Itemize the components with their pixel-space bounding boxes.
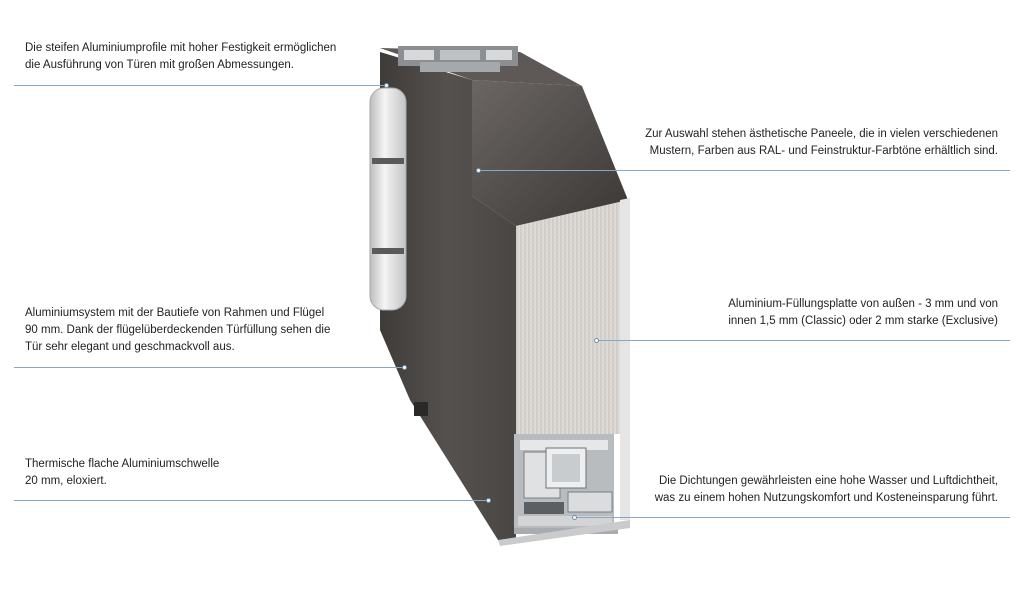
annotation-threshold: Thermische flache Aluminiumschwelle 20 m… — [25, 456, 325, 490]
annotation-seals-line-1: Die Dichtungen gewährleisten eine hohe W… — [658, 475, 998, 487]
door-side-face — [380, 52, 516, 540]
annotation-threshold-line-1: Thermische flache Aluminiumschwelle — [25, 458, 220, 470]
filling-panel-face — [516, 200, 628, 434]
annotation-system: Aluminiumsystem mit der Bautiefe von Rah… — [25, 305, 370, 356]
door-top-slope — [472, 80, 628, 226]
leader-dot-panel — [476, 168, 481, 173]
annotation-system-line-2: 90 mm. Dank der flügelüberdeckenden Türf… — [25, 324, 331, 336]
leader-line-system — [14, 367, 406, 368]
annotation-filling: Aluminium-Füllungsplatte von außen - 3 m… — [640, 296, 998, 330]
annotation-panel-line-2: Mustern, Farben aus RAL- und Feinstruktu… — [649, 145, 998, 157]
annotation-system-line-3: Tür sehr elegant und geschmackvoll aus. — [25, 341, 235, 353]
lock-cutout — [414, 402, 428, 416]
leader-dot-seals — [572, 515, 577, 520]
annotation-seals-line-2: was zu einem hohen Nutzungskomfort und K… — [654, 492, 998, 504]
leader-dot-filling — [594, 338, 599, 343]
leader-line-profile — [14, 85, 386, 86]
annotation-system-line-1: Aluminiumsystem mit der Bautiefe von Rah… — [25, 307, 325, 319]
annotation-profile-line-1: Die steifen Aluminiumprofile mit hoher F… — [25, 42, 337, 54]
annotation-panel: Zur Auswahl stehen ästhetische Paneele, … — [600, 126, 998, 160]
leader-line-threshold — [14, 500, 490, 501]
annotation-filling-line-2: innen 1,5 mm (Classic) oder 2 mm starke … — [728, 315, 998, 327]
leader-line-seals — [576, 517, 1010, 518]
leader-dot-system — [402, 365, 407, 370]
leader-line-panel — [478, 170, 1010, 171]
hinge — [369, 87, 407, 311]
leader-dot-profile — [384, 83, 389, 88]
annotation-seals: Die Dichtungen gewährleisten eine hohe W… — [606, 473, 998, 507]
leader-dot-threshold — [486, 498, 491, 503]
annotation-filling-line-1: Aluminium-Füllungsplatte von außen - 3 m… — [728, 298, 998, 310]
annotation-profile: Die steifen Aluminiumprofile mit hoher F… — [25, 40, 375, 74]
leader-line-filling — [598, 340, 1010, 341]
annotation-threshold-line-2: 20 mm, eloxiert. — [25, 475, 107, 487]
annotation-profile-line-2: die Ausführung von Türen mit großen Abme… — [25, 59, 294, 71]
annotation-panel-line-1: Zur Auswahl stehen ästhetische Paneele, … — [645, 128, 998, 140]
threshold — [498, 520, 630, 546]
